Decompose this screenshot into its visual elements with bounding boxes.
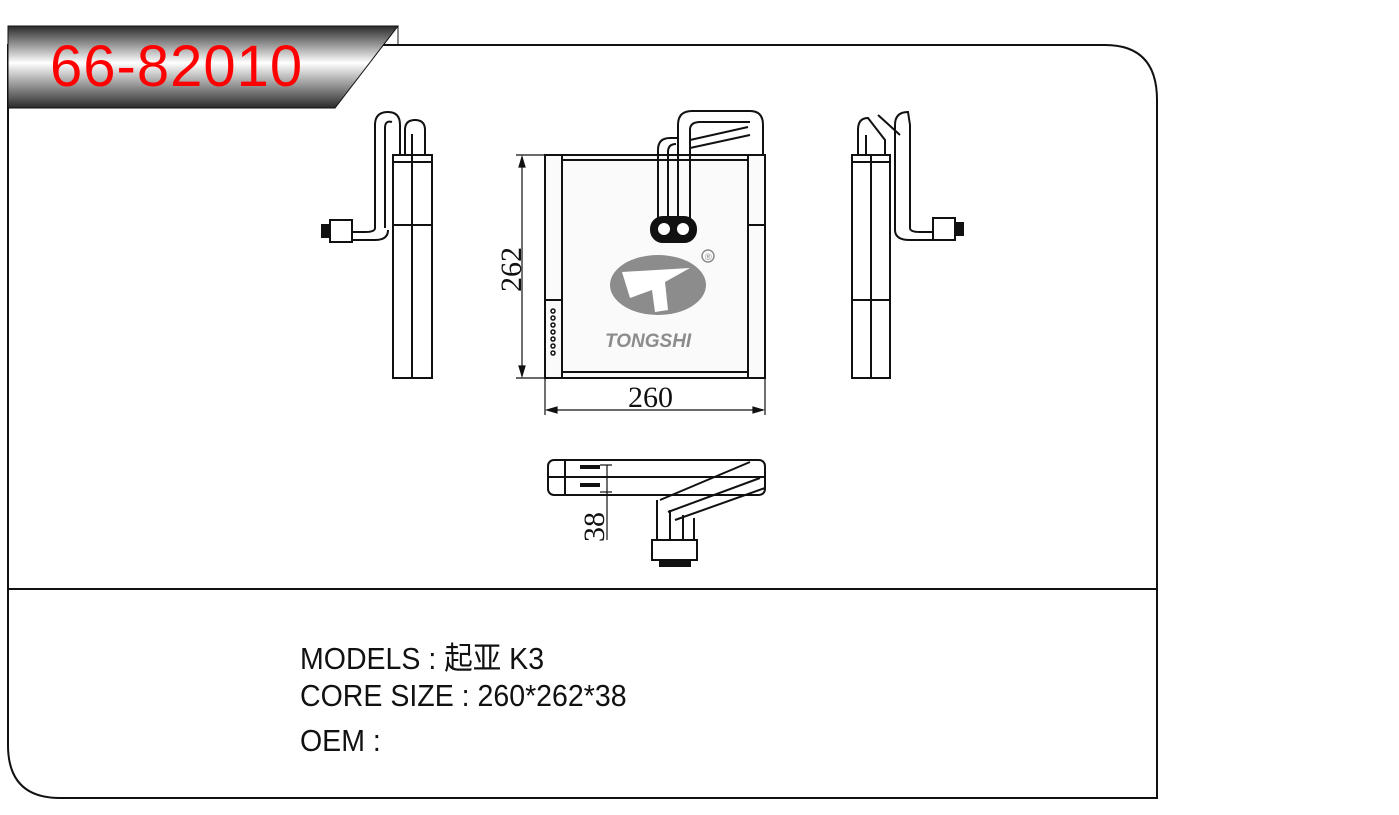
right-side-view-drawing: [851, 110, 964, 379]
core-size-line: CORE SIZE : 260*262*38: [300, 678, 627, 713]
logo-text: TONGSHI: [605, 331, 692, 352]
oem-line: OEM :: [300, 723, 381, 758]
depth-dimension: 38: [578, 512, 611, 542]
front-view-drawing: [544, 110, 766, 379]
top-view-drawing: [547, 459, 766, 567]
header-banner: [7, 25, 400, 109]
models-line: MODELS : 起亚 K3: [300, 641, 545, 676]
outer-border: [7, 44, 1158, 799]
part-number: 66-82010: [50, 34, 304, 99]
height-dimension: 262: [495, 247, 528, 292]
registered-mark: ®: [705, 252, 712, 262]
left-side-view-drawing: [321, 110, 433, 379]
tongshi-logo: [610, 249, 715, 315]
width-dimension: 260: [628, 381, 673, 414]
